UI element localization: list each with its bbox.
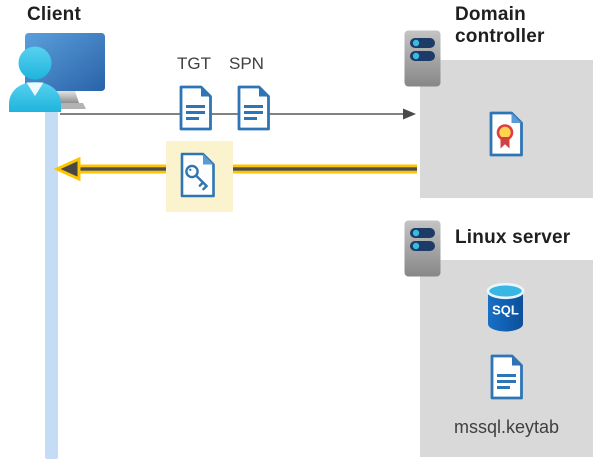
client-icon xyxy=(9,33,105,112)
key-icon xyxy=(185,164,208,191)
user-icon xyxy=(9,46,61,112)
keytab-filename: mssql.keytab xyxy=(453,417,560,437)
spn-document-icon xyxy=(237,85,270,131)
sql-database-icon: SQL xyxy=(486,283,525,332)
tgt-document-icon xyxy=(179,85,212,131)
keytab-document-icon xyxy=(490,354,523,400)
client-title: Client xyxy=(27,4,81,25)
client-to-dc-arrow xyxy=(60,108,416,120)
spn-label: SPN xyxy=(229,54,264,73)
tgt-label: TGT xyxy=(177,54,211,73)
sql-icon-text: SQL xyxy=(492,303,519,318)
linux-server-icon xyxy=(404,220,441,277)
dc-to-client-highlighted-arrow xyxy=(54,157,417,181)
domain-controller-title: Domain controller xyxy=(455,4,545,47)
key-ticket-document-icon xyxy=(180,152,215,198)
client-timeline-bar xyxy=(45,104,58,459)
dc-server-icon xyxy=(404,30,441,87)
certificate-icon xyxy=(489,111,523,157)
linux-server-title: Linux server xyxy=(455,227,571,248)
